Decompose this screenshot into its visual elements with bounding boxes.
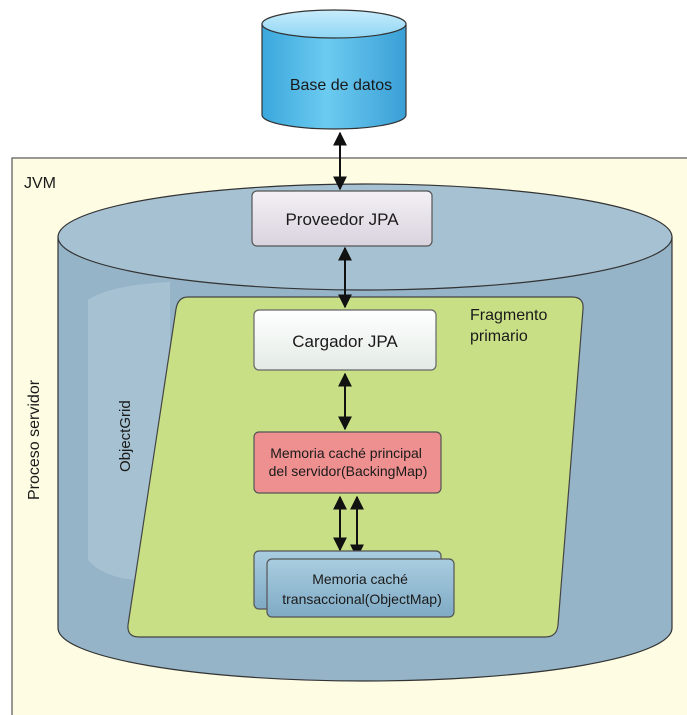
- jpa-loader-label: Cargador JPA: [292, 332, 398, 351]
- jvm-label: JVM: [24, 175, 56, 192]
- jpa-provider-label: Proveedor JPA: [285, 210, 399, 229]
- server-process-label: Proceso servidor: [26, 379, 43, 500]
- object-map-box-front: [266, 558, 455, 618]
- database-cylinder: [261, 9, 407, 130]
- jpa-loader-box: [253, 309, 437, 371]
- database-label: Base de datos: [290, 77, 392, 94]
- objectgrid-label: ObjectGrid: [117, 400, 134, 472]
- object-map-label: Memoria caché transaccional(ObjectMap): [282, 571, 442, 607]
- backing-map-label: Memoria caché principal del servidor(Bac…: [269, 445, 428, 479]
- jpa-provider-box: [251, 190, 433, 247]
- backing-map-box: [253, 431, 442, 494]
- primary-shard-label: Fragmento primario: [470, 307, 552, 345]
